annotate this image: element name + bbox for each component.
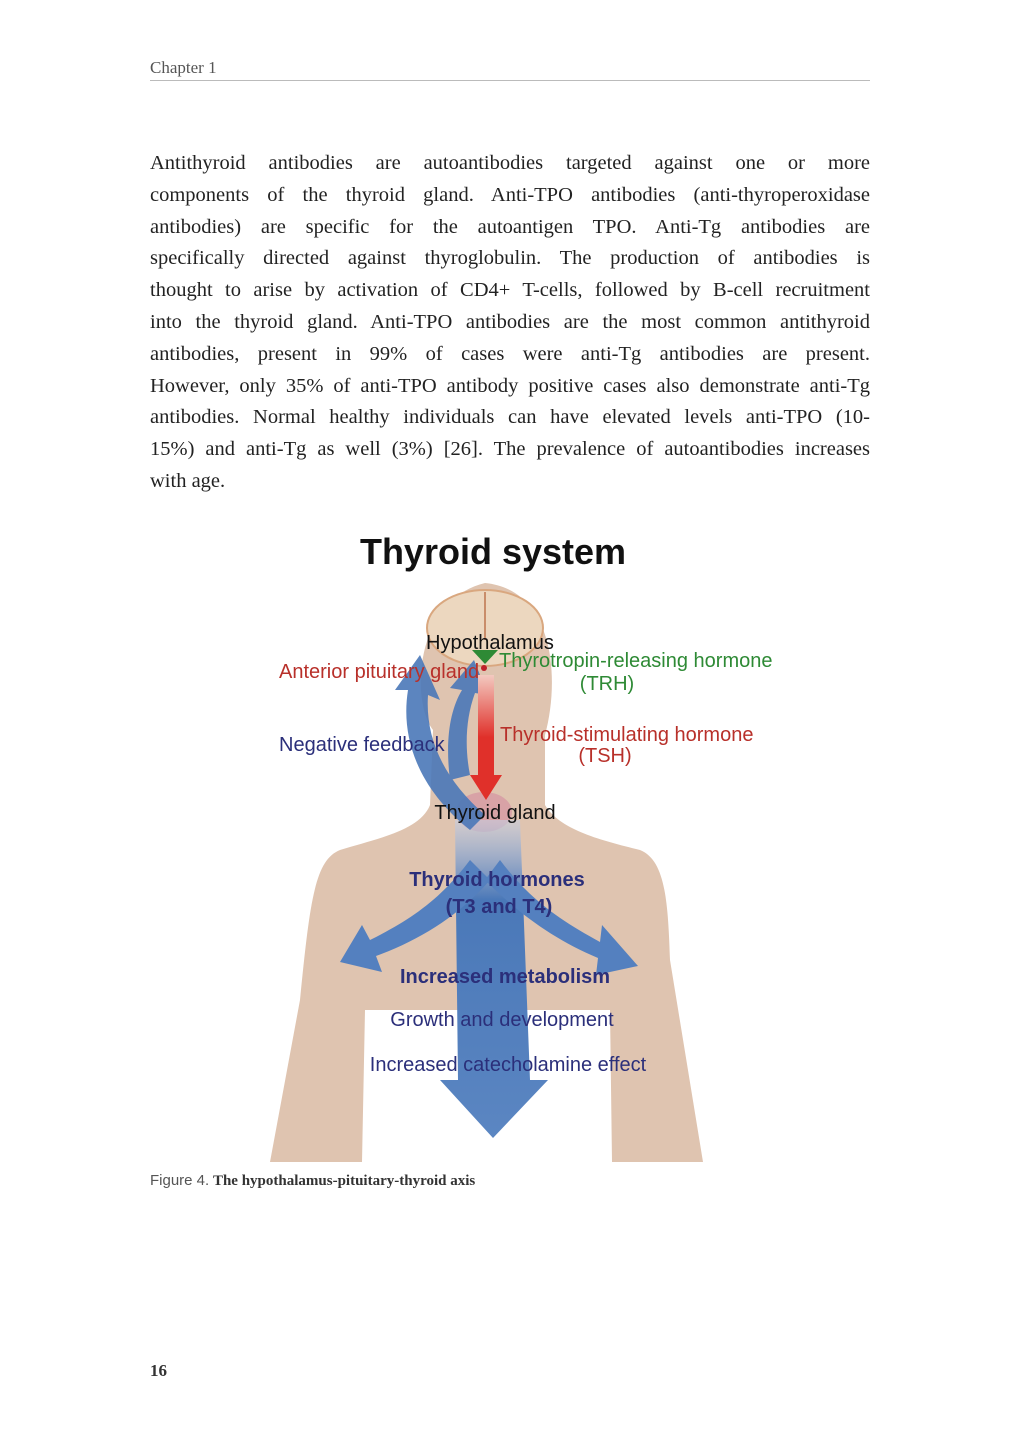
paragraph-line: 15%) and anti-Tg as well (3%) [26]. The …: [150, 438, 870, 461]
label-t3-t4: (T3 and T4): [446, 896, 553, 918]
label-trh-abbrev: (TRH): [580, 673, 634, 695]
label-hypothalamus: Hypothalamus: [426, 632, 554, 654]
paragraph-line: However, only 35% of anti-TPO antibody p…: [150, 374, 870, 397]
paragraph-line: Antithyroid antibodies are autoantibodie…: [150, 152, 870, 174]
paragraph-line: antibodies. Normal healthy individuals c…: [150, 406, 870, 429]
label-negative-feedback: Negative feedback: [279, 734, 446, 756]
paragraph-line: antibodies) are specific for the autoant…: [150, 215, 870, 238]
figure-title: Thyroid system: [360, 531, 626, 572]
label-anterior-pituitary: Anterior pituitary gland: [279, 661, 479, 683]
figure-caption: Figure 4. The hypothalamus-pituitary-thy…: [150, 1172, 475, 1190]
running-head: Chapter 1: [150, 58, 870, 81]
paragraph-line: with age.: [150, 469, 226, 492]
figure-caption-text: The hypothalamus-pituitary-thyroid axis: [212, 1173, 476, 1189]
label-growth-development: Growth and development: [390, 1009, 614, 1031]
label-increased-metabolism: Increased metabolism: [400, 966, 610, 988]
label-thyroid-gland: Thyroid gland: [434, 802, 555, 824]
negative-feedback-arrow: [395, 655, 488, 830]
paragraph-line: thought to arise by activation of CD4+ T…: [150, 279, 870, 302]
body-paragraph: Antithyroid antibodies are autoantibodie…: [150, 148, 870, 498]
page-number: 16: [150, 1361, 167, 1380]
pituitary-dot: [481, 665, 487, 671]
label-tsh: Thyroid-stimulating hormone: [500, 724, 753, 746]
paragraph-line: components of the thyroid gland. Anti-TP…: [150, 183, 870, 206]
hormone-arrow-left: [340, 860, 490, 972]
trh-arrow: [472, 650, 498, 664]
paragraph-line: antibodies, present in 99% of cases were…: [150, 342, 870, 365]
paragraph-line: into the thyroid gland. Anti-TPO antibod…: [150, 310, 870, 333]
figure-number: Figure 4.: [150, 1172, 210, 1189]
label-thyroid-hormones: Thyroid hormones: [409, 869, 585, 891]
hormone-arrow-right: [485, 860, 638, 975]
tsh-arrow: [470, 675, 502, 800]
paragraph-line: specifically directed against thyroglobu…: [150, 247, 870, 270]
label-trh: Thyrotropin-releasing hormone: [499, 650, 772, 672]
label-catecholamine-effect: Increased catecholamine effect: [370, 1054, 647, 1076]
label-tsh-abbrev: (TSH): [578, 745, 631, 767]
